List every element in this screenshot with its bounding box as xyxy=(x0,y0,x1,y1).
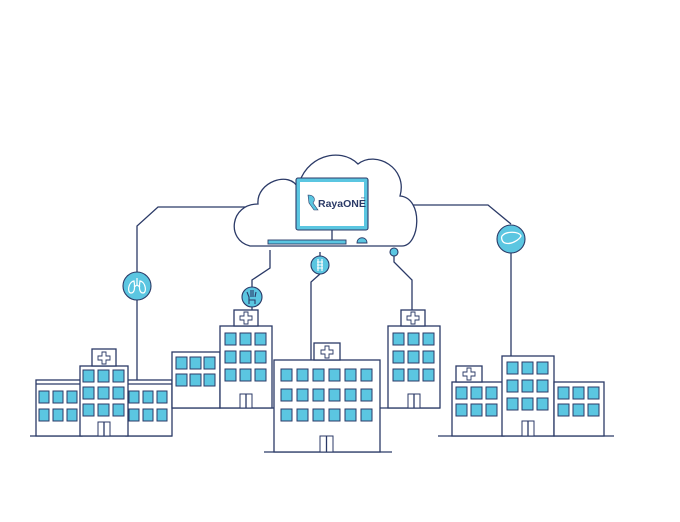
mouse xyxy=(356,237,368,244)
liver-icon xyxy=(496,224,526,254)
cloud: RayaONE ™ xyxy=(233,154,418,247)
spine-icon xyxy=(310,255,330,275)
lungs-icon xyxy=(122,271,152,301)
link-right xyxy=(410,204,512,225)
link-left xyxy=(136,206,248,272)
gear-icon xyxy=(389,247,399,257)
hospital-center-right xyxy=(387,309,441,409)
link-hand xyxy=(251,250,271,287)
hospital-center xyxy=(273,342,381,453)
hospital-center-left xyxy=(171,309,273,409)
hospital-left xyxy=(35,348,173,437)
hospital-right xyxy=(451,355,605,437)
hand-xray-icon xyxy=(241,286,263,308)
link-gear xyxy=(393,254,413,316)
raya-logo: RayaONE ™ xyxy=(307,194,366,211)
brand-name: RayaONE xyxy=(318,198,366,210)
brand-trademark: ™ xyxy=(361,196,365,201)
keyboard xyxy=(267,239,347,245)
